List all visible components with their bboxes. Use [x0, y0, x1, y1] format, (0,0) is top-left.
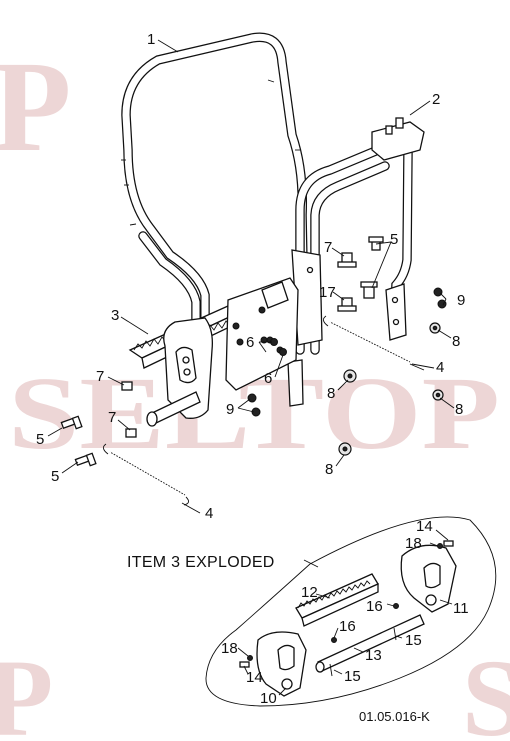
callout-labels: 1 2 3 7 5 17 9 8 4 6 6 7 8 8 9 7 5 5 8 4…: [36, 31, 469, 724]
bolt-5a: [60, 415, 83, 430]
callout-9b: 9: [226, 401, 234, 418]
callout-5a: 5: [36, 431, 44, 448]
callout-4a: 4: [205, 505, 213, 522]
exploded-shaft: [315, 614, 425, 673]
drawing-code: 01.05.016-K: [359, 709, 430, 724]
callout-18b: 18: [221, 640, 238, 657]
pin-16-left: [331, 637, 337, 643]
callout-8d: 8: [325, 461, 333, 478]
callout-14b: 14: [246, 669, 263, 686]
exploded-caption: ITEM 3 EXPLODED: [127, 554, 275, 571]
roll-bar-hoop: [121, 32, 309, 337]
bolt-17: [337, 297, 357, 312]
callout-1: 1: [147, 31, 155, 48]
bolt-6: [260, 336, 287, 356]
callout-16b: 16: [339, 618, 356, 635]
callout-7b: 7: [96, 368, 104, 385]
callout-14a: 14: [416, 518, 433, 535]
watermark-letter-bottom-right: S: [462, 637, 510, 741]
fasteners: [60, 236, 447, 467]
bolt-9b: [247, 393, 261, 417]
bolt-7b: [121, 381, 133, 391]
exploded-pedal-plate: [295, 573, 379, 627]
washer-18-bottom: [247, 655, 253, 661]
springs: [103, 315, 425, 506]
exploded-bracket-right: [400, 544, 457, 613]
callout-6b: 6: [264, 370, 272, 387]
callout-15a: 15: [405, 632, 422, 649]
callout-11: 11: [453, 600, 469, 617]
nut-8c: [432, 389, 444, 401]
callout-9a: 9: [457, 292, 465, 309]
callout-10: 10: [260, 690, 277, 707]
callout-13: 13: [365, 647, 382, 664]
callout-6a: 6: [246, 334, 254, 351]
watermark-letter-top: P: [0, 35, 71, 179]
callout-16a: 16: [366, 598, 383, 615]
pin-16-right: [393, 603, 399, 609]
callout-8c: 8: [455, 401, 463, 418]
exploded-bracket-left: [256, 631, 307, 697]
roll-bar-upper: [295, 117, 425, 355]
watermark-letter-bottom-left: P: [0, 637, 53, 741]
callout-2: 2: [432, 91, 440, 108]
nut-8b: [343, 369, 357, 383]
watermark: P SELTOP P S: [0, 35, 510, 741]
nut-8a: [429, 322, 441, 334]
callout-17: 17: [319, 284, 336, 301]
bolt-7c: [125, 428, 137, 438]
callout-18a: 18: [405, 535, 422, 552]
hoop-mount-plate: [287, 249, 323, 407]
callout-8a: 8: [452, 333, 460, 350]
callout-7c: 7: [108, 409, 116, 426]
screw-14-top: [443, 540, 454, 547]
callout-5c: 5: [390, 231, 398, 248]
nut-8d: [338, 442, 352, 456]
bolt-5d: [368, 236, 384, 251]
bolt-5b: [74, 452, 97, 467]
callout-3: 3: [111, 307, 119, 324]
callout-7a: 7: [324, 239, 332, 256]
bolt-9a: [433, 287, 447, 309]
pin-15-left: [329, 663, 333, 677]
leader-lines: [47, 39, 455, 514]
bolt-5c: [360, 281, 378, 299]
washer-18-top: [437, 543, 443, 549]
callout-5b: 5: [51, 468, 59, 485]
bolt-7a: [337, 252, 357, 268]
callout-8b: 8: [327, 385, 335, 402]
exploded-view: [205, 516, 497, 707]
callout-15b: 15: [344, 668, 361, 685]
callout-12: 12: [301, 584, 318, 601]
pin-15-right: [393, 627, 397, 641]
callout-4b: 4: [436, 359, 444, 376]
